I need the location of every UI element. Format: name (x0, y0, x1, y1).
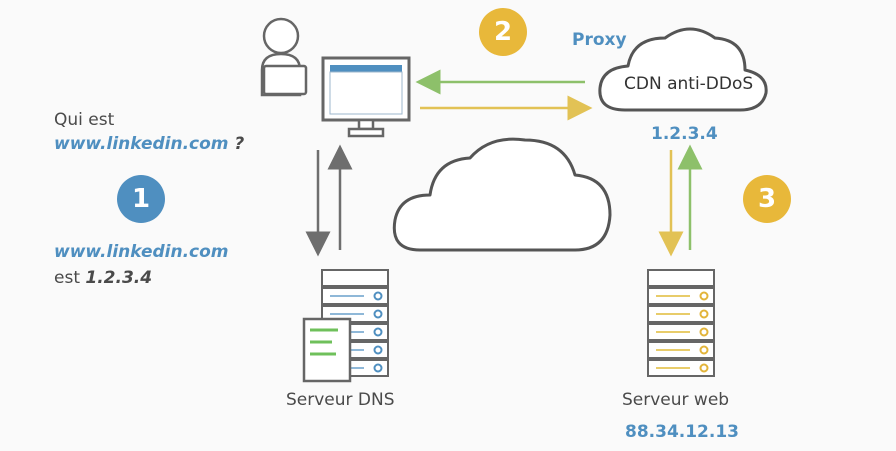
user-person-icon (260, 17, 308, 97)
cdn-label: CDN anti-DDoS (624, 74, 754, 94)
proxy-ip: 1.2.3.4 (651, 124, 718, 144)
question-mark: ? (228, 134, 245, 154)
question-line2: www.linkedin.com ? (54, 134, 244, 154)
web-server-ip: 88.34.12.13 (625, 422, 740, 442)
cdn-cloud-icon (598, 27, 768, 112)
computer-monitor-icon (321, 56, 411, 138)
step-3-badge: 3 (743, 175, 791, 223)
answer-line2: est 1.2.3.4 (54, 268, 152, 288)
proxy-title: Proxy (572, 30, 627, 50)
step-2-badge: 2 (479, 8, 527, 56)
question-line1: Qui est (54, 110, 115, 130)
web-server-label: Serveur web (622, 390, 730, 410)
answer-prefix: est (54, 268, 86, 288)
answer-domain: www.linkedin.com (54, 242, 229, 262)
step-1-badge: 1 (117, 175, 165, 223)
dns-document-icon (302, 317, 352, 383)
question-domain: www.linkedin.com (54, 134, 229, 154)
web-server-icon (647, 269, 715, 377)
internet-cloud-icon (392, 137, 612, 252)
dns-server-label: Serveur DNS (286, 390, 395, 410)
answer-ip: 1.2.3.4 (85, 268, 153, 288)
